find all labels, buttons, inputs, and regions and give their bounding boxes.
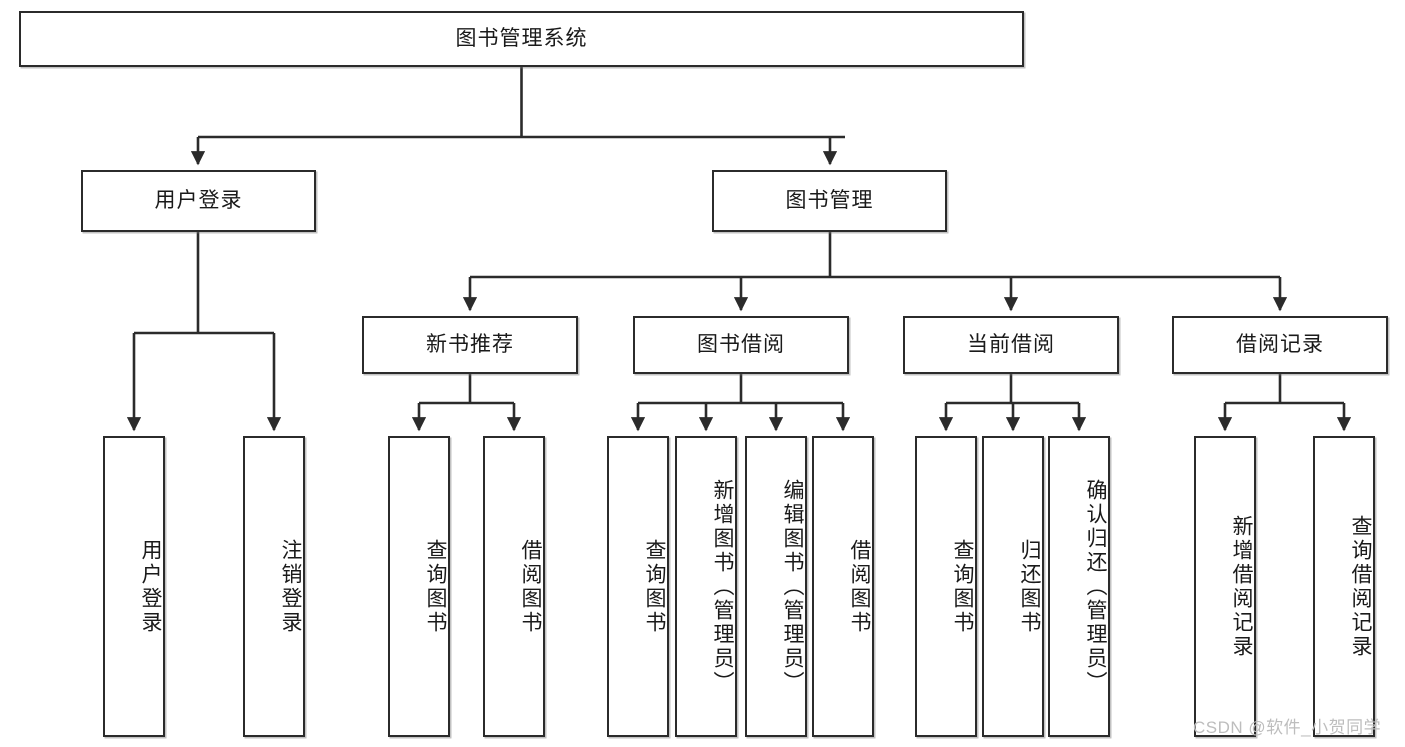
node-leaf-query-book-2-label: 查询图书: [643, 538, 666, 635]
node-borrow-record-label: 借阅记录: [1236, 333, 1324, 357]
node-leaf-query-book-3[interactable]: 查询图书: [915, 436, 977, 737]
node-leaf-confirm-return[interactable]: 确认归还（管理员）: [1048, 436, 1110, 737]
node-leaf-user-login-label: 用户登录: [139, 538, 162, 635]
node-current-borrow[interactable]: 当前借阅: [903, 316, 1119, 374]
node-user-login-label: 用户登录: [154, 189, 243, 213]
node-leaf-confirm-return-label: 确认归还（管理员）: [1084, 478, 1107, 695]
node-book-manage[interactable]: 图书管理: [712, 170, 947, 232]
node-leaf-edit-book[interactable]: 编辑图书（管理员）: [745, 436, 807, 737]
node-leaf-edit-book-label: 编辑图书（管理员）: [781, 478, 804, 695]
node-current-borrow-label: 当前借阅: [967, 333, 1055, 357]
node-leaf-borrow-book-2[interactable]: 借阅图书: [812, 436, 874, 737]
node-leaf-add-book[interactable]: 新增图书（管理员）: [675, 436, 737, 737]
node-borrow-record[interactable]: 借阅记录: [1172, 316, 1388, 374]
node-leaf-logout-label: 注销登录: [279, 538, 302, 635]
node-leaf-add-record-label: 新增借阅记录: [1230, 514, 1253, 659]
node-leaf-borrow-book-1-label: 借阅图书: [519, 538, 542, 635]
node-book-borrow[interactable]: 图书借阅: [633, 316, 849, 374]
node-book-manage-label: 图书管理: [785, 189, 874, 213]
node-leaf-query-record[interactable]: 查询借阅记录: [1313, 436, 1375, 737]
node-new-book-rec-label: 新书推荐: [426, 333, 514, 357]
node-leaf-borrow-book-2-label: 借阅图书: [848, 538, 871, 635]
node-user-login[interactable]: 用户登录: [81, 170, 316, 232]
node-root-label: 图书管理系统: [455, 27, 588, 51]
node-leaf-return-book-label: 归还图书: [1018, 538, 1041, 635]
node-leaf-query-record-label: 查询借阅记录: [1349, 514, 1372, 659]
node-leaf-query-book-1-label: 查询图书: [424, 538, 447, 635]
node-leaf-query-book-1[interactable]: 查询图书: [388, 436, 450, 737]
node-book-borrow-label: 图书借阅: [697, 333, 785, 357]
node-leaf-logout[interactable]: 注销登录: [243, 436, 305, 737]
node-leaf-return-book[interactable]: 归还图书: [982, 436, 1044, 737]
node-leaf-add-book-label: 新增图书（管理员）: [711, 478, 734, 695]
node-leaf-add-record[interactable]: 新增借阅记录: [1194, 436, 1256, 737]
node-root[interactable]: 图书管理系统: [19, 11, 1024, 67]
node-leaf-query-book-2[interactable]: 查询图书: [607, 436, 669, 737]
node-new-book-rec[interactable]: 新书推荐: [362, 316, 578, 374]
node-leaf-query-book-3-label: 查询图书: [951, 538, 974, 635]
node-leaf-user-login[interactable]: 用户登录: [103, 436, 165, 737]
node-leaf-borrow-book-1[interactable]: 借阅图书: [483, 436, 545, 737]
